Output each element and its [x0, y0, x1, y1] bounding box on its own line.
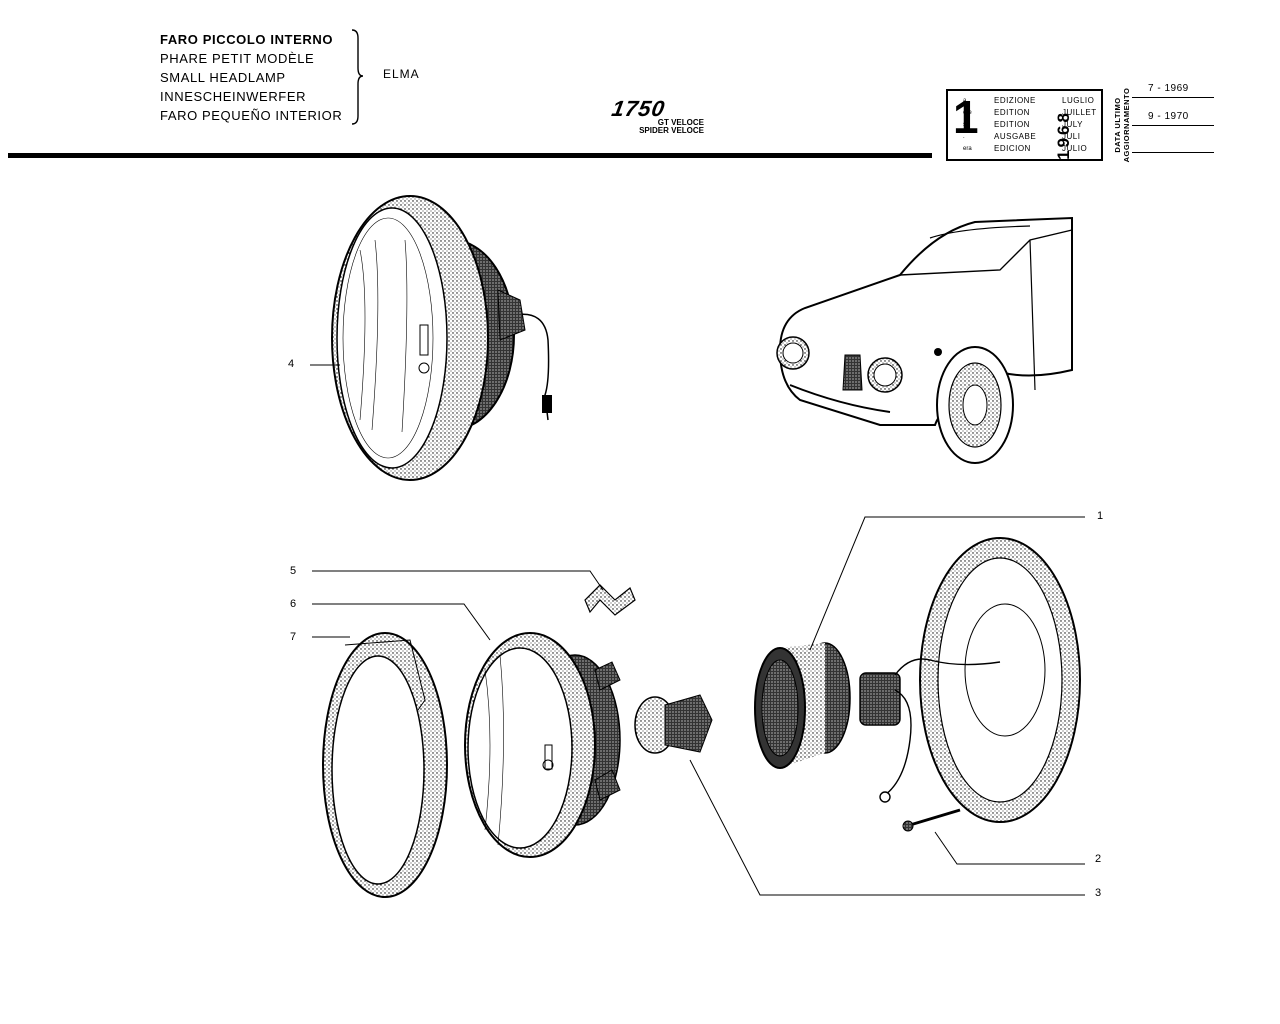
title-french: PHARE PETIT MODÈLE [160, 51, 315, 66]
title-english: SMALL HEADLAMP [160, 70, 286, 85]
car-illustration [776, 216, 1073, 464]
ordinal-es: era [963, 146, 972, 152]
variant-spider-veloce: SPIDER VELOCE [639, 126, 704, 135]
month-fr: JUILLET [1062, 108, 1097, 117]
callout-2: 2 [1095, 853, 1102, 865]
edition-label-es: EDICION [994, 144, 1031, 153]
manufacturer-name: ELMA [383, 67, 420, 81]
callout-6: 6 [290, 598, 297, 610]
edition-label-it: EDIZIONE [994, 96, 1036, 105]
update-line-2 [1132, 125, 1214, 126]
update-date-1: 7 - 1969 [1148, 83, 1189, 94]
bulb [634, 694, 713, 754]
leader-5 [312, 570, 604, 591]
edition-months: LUGLIO JUILLET JULY JULI JULIO [1062, 95, 1097, 155]
header-rule [8, 153, 932, 158]
month-de: JULI [1062, 132, 1081, 141]
title-brace [351, 29, 364, 125]
edition-label-en: EDITION [994, 120, 1030, 129]
leader-1 [809, 516, 1085, 651]
ordinal-en: st [963, 122, 968, 128]
callout-1: 1 [1097, 510, 1104, 522]
edition-ordinals: a ere st . era [963, 95, 972, 155]
update-line-3 [1132, 152, 1214, 153]
month-es: JULIO [1062, 144, 1088, 153]
leader-6 [312, 603, 491, 641]
leader-3 [689, 759, 1085, 896]
callout-5: 5 [290, 565, 297, 577]
lamp-socket-cup [754, 642, 851, 769]
leader-2 [934, 831, 1085, 865]
edition-label-de: AUSGABE [994, 132, 1037, 141]
assembled-headlamp [331, 195, 552, 481]
callout-4: 4 [288, 358, 295, 370]
edition-number: 1 [953, 91, 979, 143]
month-it: LUGLIO [1062, 96, 1095, 105]
spring-clip [584, 584, 636, 616]
variant-gt-veloce: GT VELOCE [657, 118, 704, 127]
edition-box [946, 89, 1103, 161]
callout-7: 7 [290, 631, 297, 643]
ordinal-de: . [963, 134, 965, 140]
edition-labels: EDIZIONE EDITION EDITION AUSGABE EDICION [994, 95, 1036, 155]
part-title-block: FARO PICCOLO INTERNO PHARE PETIT MODÈLE … [160, 30, 342, 125]
retaining-ring [322, 632, 448, 898]
edition-label-fr: EDITION [994, 108, 1030, 117]
title-italian: FARO PICCOLO INTERNO [160, 32, 334, 47]
leader-lines [310, 364, 1085, 896]
sealed-beam-unit [464, 632, 621, 858]
title-spanish: FARO PEQUEÑO INTERIOR [160, 108, 343, 123]
update-date-2: 9 - 1970 [1148, 111, 1189, 122]
ordinal-fr: ere [963, 110, 972, 116]
update-line-1 [1132, 97, 1214, 98]
title-german: INNESCHEINWERFER [160, 89, 307, 104]
ordinal-it: a [963, 98, 967, 104]
month-en: JULY [1062, 120, 1083, 129]
callout-3: 3 [1095, 887, 1102, 899]
mounting-plate [859, 537, 1081, 832]
model-variants: GT VELOCE SPIDER VELOCE [628, 119, 704, 135]
